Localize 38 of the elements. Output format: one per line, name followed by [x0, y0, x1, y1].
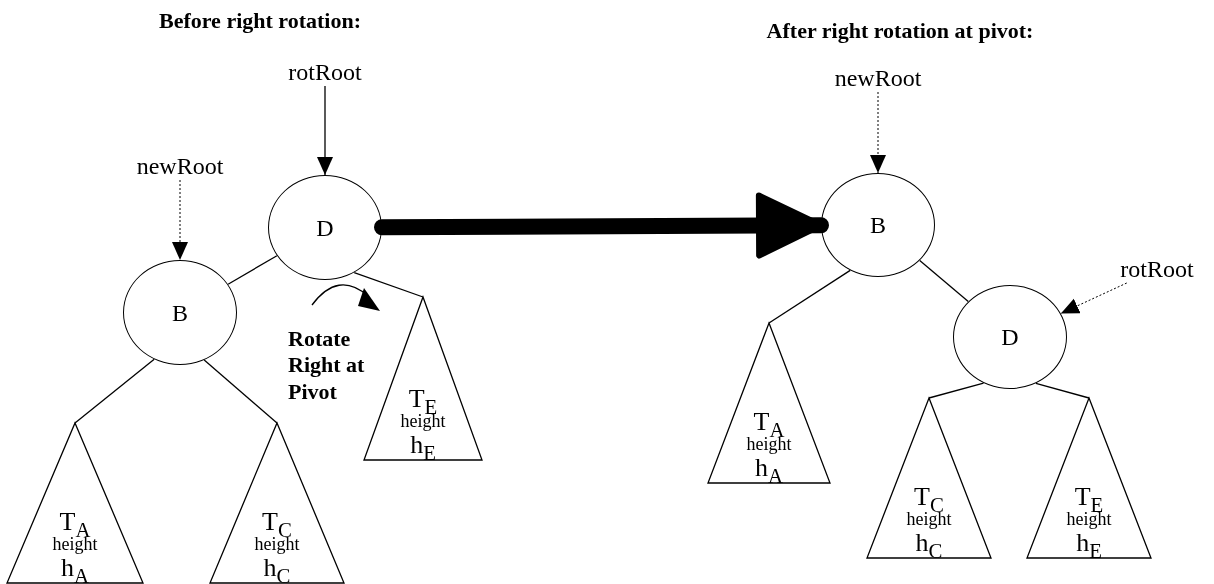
- node-label: D: [1001, 325, 1019, 349]
- subtree-label: h$_{A}$: [61, 553, 89, 581]
- tree-edge: [227, 255, 278, 285]
- section-heading: Before right rotation:: [158, 8, 362, 35]
- pointer-label: rotRoot: [288, 60, 362, 84]
- subtree-label: T$_{E}$: [1074, 482, 1104, 510]
- tree-edge: [768, 269, 851, 324]
- arrow: [172, 179, 188, 261]
- tree-edge: [1035, 382, 1090, 399]
- section-heading: After right rotation at pivot:: [765, 18, 1035, 45]
- subtree-label: T$_{C}$: [262, 507, 292, 535]
- subtree-label: h$_{A}$: [755, 453, 783, 481]
- pointer-label: rotRoot: [1120, 257, 1194, 281]
- node-label: B: [172, 300, 188, 325]
- arrow: [870, 91, 886, 174]
- tree-node-circle: [268, 175, 382, 280]
- tree-edge: [353, 271, 424, 298]
- tree-edge: [919, 259, 969, 303]
- tree-edge: [203, 359, 278, 424]
- subtree-label: T$_{C}$: [914, 482, 944, 510]
- subtree-label: h$_{E}$: [1076, 528, 1102, 556]
- subtree-label: T$_{E}$: [408, 384, 438, 412]
- node-label: B: [870, 213, 886, 237]
- tree-edge: [928, 382, 985, 399]
- subtree-label: T$_{A}$: [753, 407, 785, 435]
- node-label: D: [316, 215, 334, 240]
- pointer-label: newRoot: [136, 154, 224, 178]
- tree-edge: [74, 358, 155, 424]
- subtree-label: h$_{E}$: [410, 430, 436, 458]
- tree-node-circle: [123, 260, 237, 365]
- subtree-label: h$_{C}$: [263, 553, 291, 581]
- pointer-label: newRoot: [834, 66, 922, 90]
- annotation-text: Rotate Right at Pivot: [288, 326, 366, 406]
- arrow: [1060, 282, 1128, 314]
- arrow: [317, 85, 333, 176]
- arrow: [374, 192, 829, 259]
- subtree-label: h$_{C}$: [915, 528, 943, 556]
- subtree-label: T$_{A}$: [59, 507, 91, 535]
